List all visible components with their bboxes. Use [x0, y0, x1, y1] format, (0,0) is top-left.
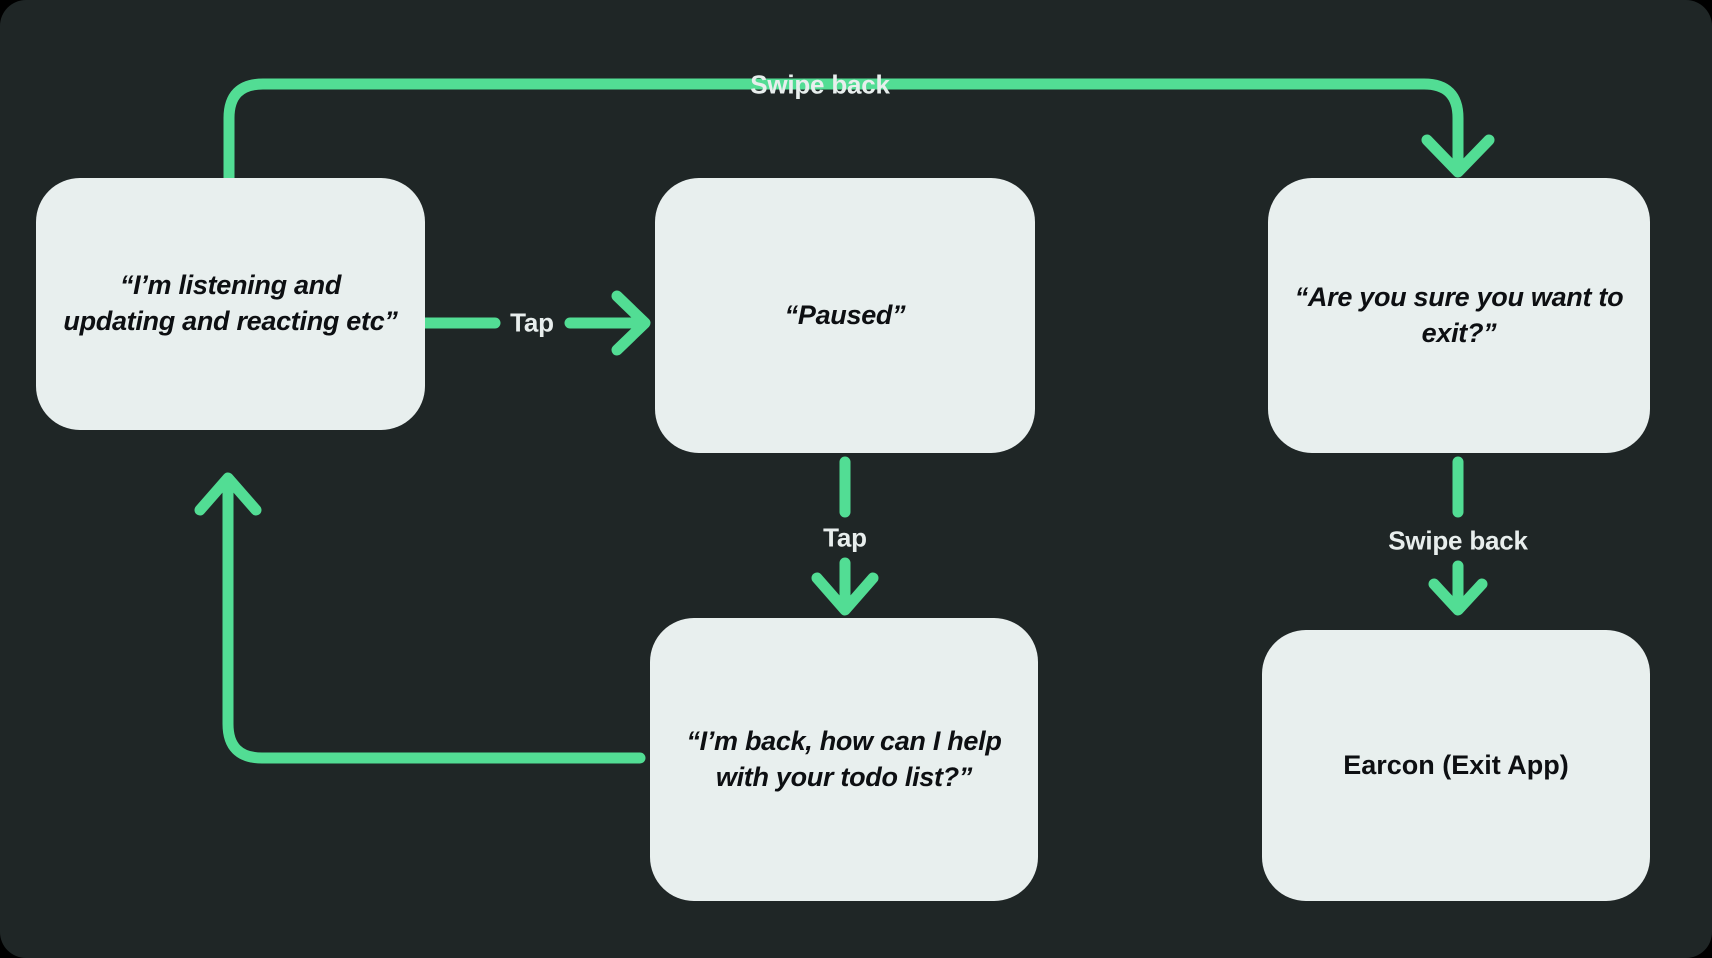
node-confirm-exit-label: “Are you sure you want to exit?” [1294, 281, 1624, 348]
edge-label-tap-horizontal: Tap [510, 307, 554, 338]
node-listening-label: “I’m listening and updating and reacting… [63, 270, 398, 336]
node-paused[interactable]: “Paused” [655, 178, 1035, 453]
node-earcon-label: Earcon (Exit App) [1343, 749, 1569, 780]
edge-label-swipe-back-right: Swipe back [1388, 525, 1528, 556]
node-confirm-exit[interactable]: “Are you sure you want to exit?” [1268, 178, 1650, 453]
node-back-todo-label: “I’m back, how can I help with your todo… [686, 725, 1002, 792]
edge-label-swipe-back-top: Swipe back [750, 69, 890, 100]
node-earcon[interactable]: Earcon (Exit App) [1262, 630, 1650, 901]
node-paused-label: “Paused” [784, 299, 906, 330]
edge-back-todo-to-listening [194, 472, 646, 764]
node-back-todo[interactable]: “I’m back, how can I help with your todo… [650, 618, 1038, 901]
edge-label-tap-vertical: Tap [823, 522, 867, 553]
node-listening[interactable]: “I’m listening and updating and reacting… [36, 178, 425, 430]
